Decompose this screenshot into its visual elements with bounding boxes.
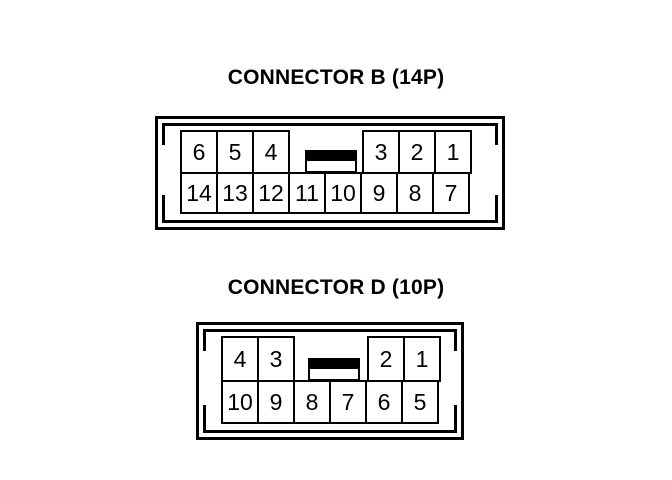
pin-cell: 9 (257, 380, 295, 424)
pin-cell: 7 (329, 380, 367, 424)
pin-cell: 12 (252, 172, 290, 214)
pin-cell: 3 (362, 130, 400, 174)
pin-cell: 6 (365, 380, 403, 424)
connector-b-notch-left (162, 145, 173, 195)
pin-cell: 9 (360, 172, 398, 214)
pin-cell: 1 (434, 130, 472, 174)
pin-cell: 14 (180, 172, 218, 214)
connector-b-body: 6 5 4 3 2 1 14 13 12 11 10 9 8 7 (155, 116, 505, 230)
connector-d-latch-base (308, 367, 360, 381)
pin-cell: 8 (396, 172, 434, 214)
pin-cell: 3 (257, 336, 295, 382)
pin-cell: 7 (432, 172, 470, 214)
pin-cell: 5 (401, 380, 439, 424)
pin-cell: 4 (221, 336, 259, 382)
connector-d-top-row: 4 3 2 1 (221, 336, 449, 382)
connector-b-latch-tab (305, 150, 357, 161)
connector-b-pin-grid: 6 5 4 3 2 1 14 13 12 11 10 9 8 7 (180, 130, 482, 214)
connector-b-notch-right (487, 145, 498, 195)
connector-d-body: 4 3 2 1 10 9 8 7 6 5 (196, 322, 464, 440)
pin-cell: 11 (288, 172, 326, 214)
connector-d-bottom-row: 10 9 8 7 6 5 (221, 380, 449, 424)
connector-d-notch-right (446, 351, 457, 405)
pin-cell: 6 (180, 130, 218, 174)
connector-b-latch-base (305, 159, 357, 173)
pin-cell: 13 (216, 172, 254, 214)
pin-cell: 2 (367, 336, 405, 382)
connector-d-title: CONNECTOR D (10P) (227, 276, 445, 299)
pin-cell: 8 (293, 380, 331, 424)
connector-d-pin-grid: 4 3 2 1 10 9 8 7 6 5 (221, 336, 449, 424)
pin-cell: 5 (216, 130, 254, 174)
connector-b-title: CONNECTOR B (14P) (227, 66, 445, 89)
pin-cell: 4 (252, 130, 290, 174)
connector-d-latch-tab (308, 358, 360, 369)
pin-cell: 10 (221, 380, 259, 424)
pin-cell: 10 (324, 172, 362, 214)
connector-b-bottom-row: 14 13 12 11 10 9 8 7 (180, 172, 482, 214)
pin-cell: 2 (398, 130, 436, 174)
pin-cell: 1 (403, 336, 441, 382)
connector-d-notch-left (203, 351, 214, 405)
